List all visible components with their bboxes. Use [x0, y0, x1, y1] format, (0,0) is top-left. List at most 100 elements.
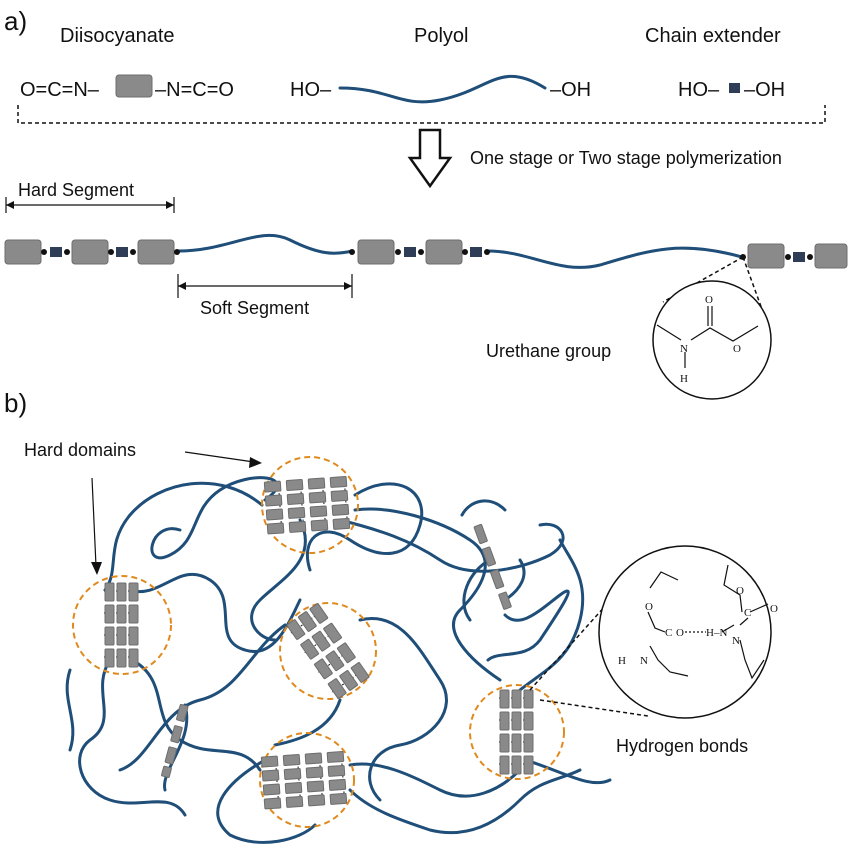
- bond: [723, 564, 749, 626]
- hbond-structure: O C O N H H–N O C O N: [618, 564, 778, 680]
- hard-block: [116, 604, 127, 624]
- hard-block: [310, 519, 329, 532]
- hard-domain-ring: [469, 684, 565, 780]
- hard-domain-stack: [104, 582, 140, 668]
- hard-block: [116, 648, 127, 668]
- extender-left-group: HO–: [678, 79, 720, 101]
- hard-block: [314, 658, 333, 680]
- hard-segment-1: [4, 239, 180, 265]
- bond: [690, 325, 759, 342]
- hydrogen-bonds-label: Hydrogen bonds: [616, 736, 748, 756]
- hard-block: [137, 239, 175, 265]
- hard-block: [357, 239, 395, 265]
- hard-block: [747, 243, 785, 269]
- panel-a-label: a): [4, 6, 27, 36]
- hard-block: [285, 795, 304, 808]
- soft-chain: [503, 558, 526, 602]
- extender-unit: [470, 247, 482, 257]
- hard-domain-right: [469, 684, 565, 780]
- hard-domains-arrow-1: [184, 451, 255, 463]
- hard-block: [282, 754, 301, 767]
- hard-domain-stack: [286, 603, 370, 699]
- hard-block: [523, 733, 534, 753]
- soft-chain: [163, 703, 189, 792]
- urethane-dot: [41, 249, 47, 255]
- soft-segment-label: Soft Segment: [200, 298, 309, 318]
- atom-o3: O: [736, 585, 744, 597]
- hard-block: [261, 769, 280, 782]
- hard-block: [336, 642, 356, 664]
- hard-block: [104, 604, 115, 624]
- hard-block: [511, 711, 522, 731]
- hard-segment-2: [349, 239, 490, 265]
- hard-block: [523, 689, 534, 709]
- atom-n: N: [680, 343, 688, 355]
- extender-unit: [793, 252, 805, 262]
- hard-block: [286, 619, 306, 640]
- hard-block: [511, 755, 522, 775]
- urethane-structure: N H O O: [656, 294, 759, 385]
- polyol-left-group: HO–: [290, 79, 332, 101]
- urethane-dot: [174, 249, 180, 255]
- hard-domain-bottom: [259, 732, 355, 828]
- hbond-line: [275, 760, 280, 805]
- hard-block: [323, 622, 342, 644]
- hard-block: [104, 648, 115, 668]
- atom-o-right: O: [733, 343, 741, 355]
- hard-block: [286, 493, 305, 505]
- soft-chain: [216, 758, 317, 844]
- down-arrow-icon: [407, 128, 453, 189]
- atom-o-top: O: [705, 294, 713, 306]
- hard-block: [332, 517, 351, 530]
- hard-block: [284, 781, 303, 794]
- hard-block: [116, 626, 127, 646]
- hard-block: [339, 670, 359, 691]
- hard-domains-arrowhead-2: [91, 562, 102, 575]
- atom-o4: O: [770, 603, 778, 615]
- soft-chain: [273, 698, 342, 747]
- hard-domain-ring: [261, 456, 359, 554]
- hard-domain-stack: [260, 750, 348, 810]
- soft-chain: [65, 668, 75, 752]
- hard-block: [265, 508, 284, 521]
- soft-chain: [348, 768, 582, 835]
- soft-chain: [338, 518, 565, 573]
- hard-domain-top: [261, 456, 359, 554]
- hard-block: [128, 604, 139, 624]
- soft-chain: [150, 476, 279, 560]
- hard-block: [71, 239, 109, 265]
- hard-domains-arrow-2: [91, 477, 97, 567]
- hbond-line: [299, 483, 305, 528]
- panel-b-label: b): [4, 388, 27, 418]
- hbond-line: [278, 485, 283, 530]
- hard-block: [311, 630, 331, 652]
- hard-block: [331, 503, 350, 516]
- hbond-line: [340, 755, 345, 800]
- hard-block: [304, 752, 323, 765]
- soft-chain: [523, 758, 612, 785]
- zoom-line: [539, 699, 649, 717]
- hard-block: [170, 725, 183, 744]
- bond: [656, 324, 682, 341]
- hard-block: [309, 603, 329, 624]
- urethane-dot: [349, 249, 355, 255]
- isolated-hard-segment: [473, 523, 512, 610]
- extender-unit: [404, 247, 416, 257]
- polymer-network: [65, 476, 612, 844]
- soft-chain: [250, 518, 307, 642]
- polyol-right-group: –OH: [550, 79, 591, 101]
- hard-domain-center: [279, 602, 377, 700]
- hard-block: [490, 569, 505, 590]
- extender-unit: [116, 247, 128, 257]
- hard-block: [104, 582, 115, 602]
- hard-domain-stack: [499, 689, 535, 775]
- hard-block: [327, 678, 347, 699]
- hard-block: [128, 626, 139, 646]
- soft-chain: [78, 658, 187, 817]
- hard-block: [260, 755, 279, 768]
- hard-block: [425, 239, 463, 265]
- hbond-line: [321, 482, 326, 527]
- urethane-dot: [130, 249, 136, 255]
- hard-domain-ring: [259, 732, 355, 828]
- hard-block: [329, 475, 348, 488]
